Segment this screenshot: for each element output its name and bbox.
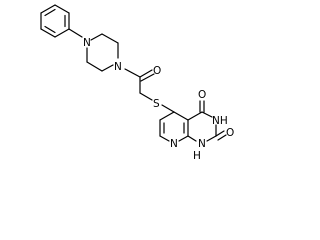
bond (139, 92, 153, 101)
bond (206, 135, 217, 142)
molecule-structure: N N O S O NH N H N O (40, 4, 234, 162)
atom-label-nh-n3: NH (212, 115, 228, 127)
bond (44, 25, 56, 34)
bond (54, 4, 70, 14)
bond (68, 28, 83, 38)
atom-label-o-carbonyl: O (153, 65, 161, 77)
bond (40, 4, 56, 14)
bond (139, 69, 153, 78)
atom-label-n1: N (198, 138, 206, 150)
bond (101, 64, 114, 72)
bond (161, 104, 175, 113)
atom-label-n-piperazine-top: N (83, 37, 91, 49)
atom-label-n-piperazine-bottom: N (114, 61, 122, 73)
bond (40, 28, 56, 38)
bond (215, 130, 225, 137)
bonds (40, 4, 227, 142)
bond (140, 73, 155, 82)
bond (201, 111, 213, 118)
bond (44, 8, 56, 17)
atom-label-h-n1: H (193, 150, 201, 162)
bond (187, 135, 197, 142)
bond (217, 134, 227, 141)
atom-label-s: S (153, 98, 160, 110)
bond (54, 28, 70, 38)
bond (173, 111, 189, 121)
atom-label-o-c2: O (226, 127, 234, 139)
bond (124, 68, 141, 78)
bond (101, 33, 119, 44)
bond (187, 111, 203, 121)
atom-label-n-pyridine: N (170, 138, 178, 150)
bond (178, 135, 189, 142)
bond (86, 61, 103, 72)
bond (159, 135, 170, 142)
bond (90, 33, 103, 41)
bond (159, 111, 175, 121)
atom-labels: N N O S O NH N H N O (83, 37, 234, 162)
atom-label-o-c4: O (198, 89, 206, 101)
